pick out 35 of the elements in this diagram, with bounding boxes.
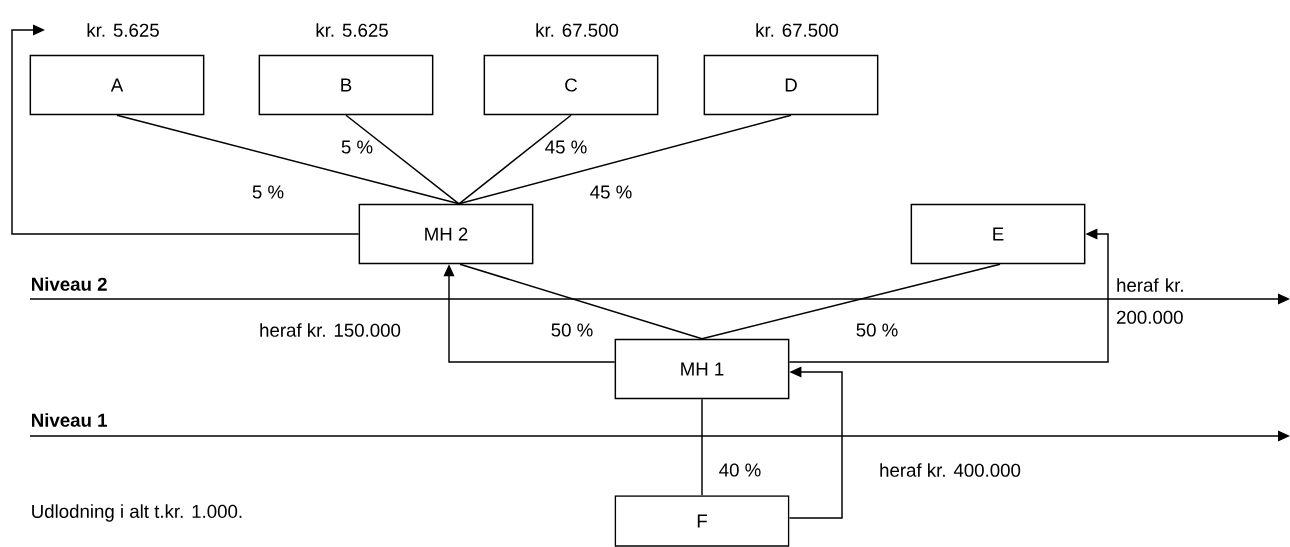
entity-box: F: [614, 495, 790, 547]
note-text: Udlodning i alt t.kr. 1.000.: [32, 504, 242, 522]
connector: [458, 114, 572, 205]
edge-label: 50 %: [549, 322, 595, 338]
connector: [116, 114, 460, 205]
edge-label: 50 %: [854, 322, 900, 338]
connector: [788, 366, 843, 519]
edge-label: heraf kr. 200.000: [1117, 278, 1183, 324]
edge-label: heraf kr. 150.000: [257, 321, 403, 339]
entity-box: D: [703, 54, 879, 116]
entity-box: B: [258, 54, 434, 116]
connector: [345, 114, 460, 205]
level-name: Niveau 2: [32, 277, 107, 291]
connector: [458, 114, 792, 205]
connector: [788, 228, 1109, 363]
edge-label: 45 %: [543, 139, 589, 155]
connector: [459, 263, 703, 340]
entity-box: C: [483, 54, 659, 116]
connector: [701, 398, 703, 496]
amount-label: kr. 67.500: [756, 23, 839, 37]
entity-box: A: [29, 54, 205, 116]
amount-label: kr. 67.500: [536, 23, 619, 37]
connector: [701, 263, 1001, 340]
level-name: Niveau 1: [32, 413, 107, 427]
entity-box: MH 2: [358, 203, 534, 265]
entity-box: E: [910, 203, 1086, 265]
entity-box: MH 1: [614, 338, 790, 400]
amount-label: kr. 5.625: [316, 23, 388, 37]
edge-label: heraf kr. 400.000: [877, 461, 1023, 479]
amount-label: kr. 5.625: [87, 23, 159, 37]
edge-label: 40 %: [717, 462, 763, 478]
connector: [11, 24, 360, 235]
edge-label: 5 %: [339, 139, 375, 155]
edge-label: 5 %: [250, 184, 286, 200]
edge-label: 45 %: [588, 184, 634, 200]
